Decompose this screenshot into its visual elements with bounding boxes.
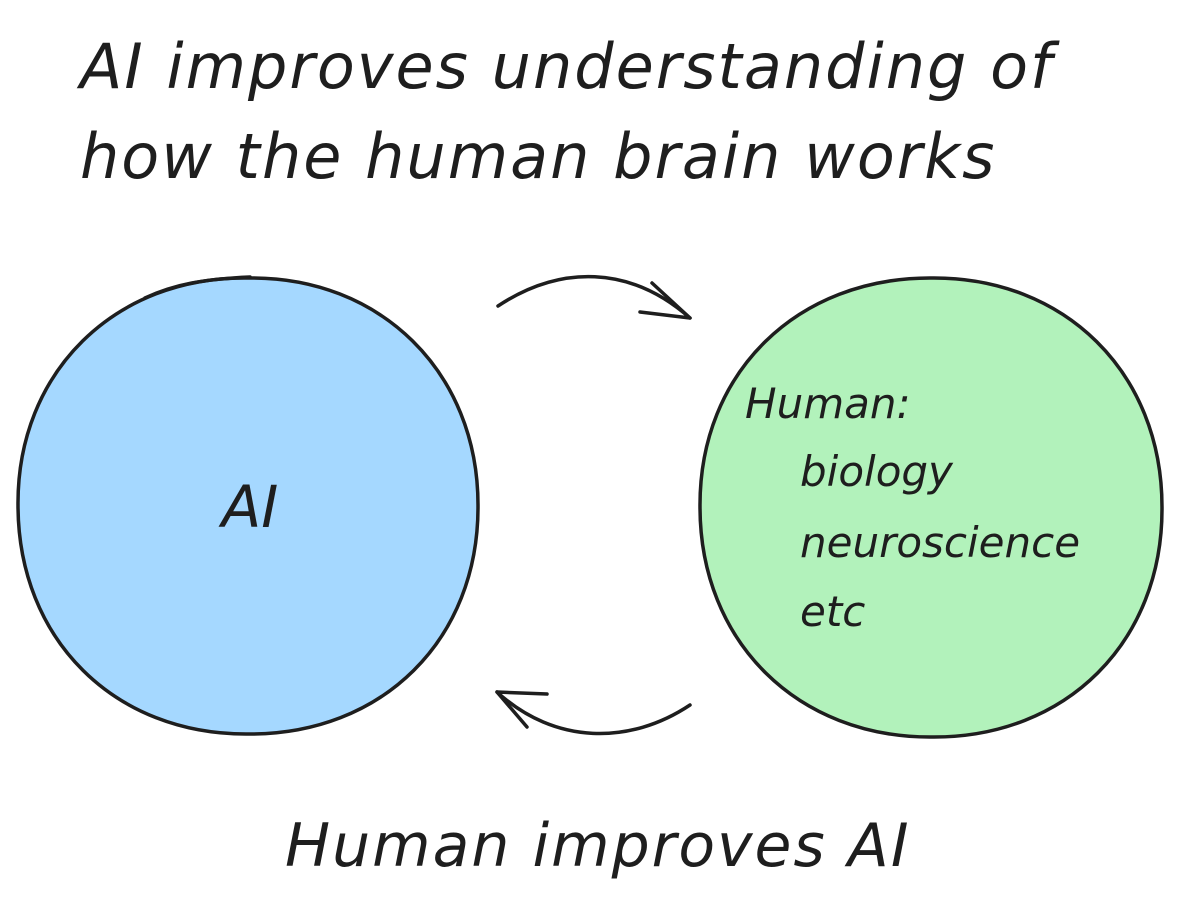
human-circle (698, 276, 1164, 739)
bottom-caption: Human improves AI (285, 811, 911, 881)
human-item-neuroscience: neuroscience (800, 518, 1080, 567)
ai-label: AI (218, 473, 279, 541)
human-item-etc: etc (800, 587, 865, 636)
arrow-human-to-ai (495, 690, 692, 736)
arrow-top-head (638, 281, 692, 320)
arrow-bottom-shaft (495, 690, 692, 736)
human-item-biology: biology (800, 447, 954, 496)
ai-node: AI (16, 275, 480, 736)
title-line-2: how the human brain works (80, 120, 997, 193)
ai-circle-sketch-overlap (143, 275, 252, 300)
ai-circle (16, 276, 480, 736)
human-node: Human: biology neuroscience etc (698, 276, 1164, 739)
arrow-bottom-head (495, 690, 549, 729)
title-line-1: AI improves understanding of (76, 30, 1060, 103)
arrow-ai-to-human (496, 274, 692, 320)
human-heading: Human: (745, 379, 911, 428)
arrow-top-shaft (496, 274, 692, 320)
